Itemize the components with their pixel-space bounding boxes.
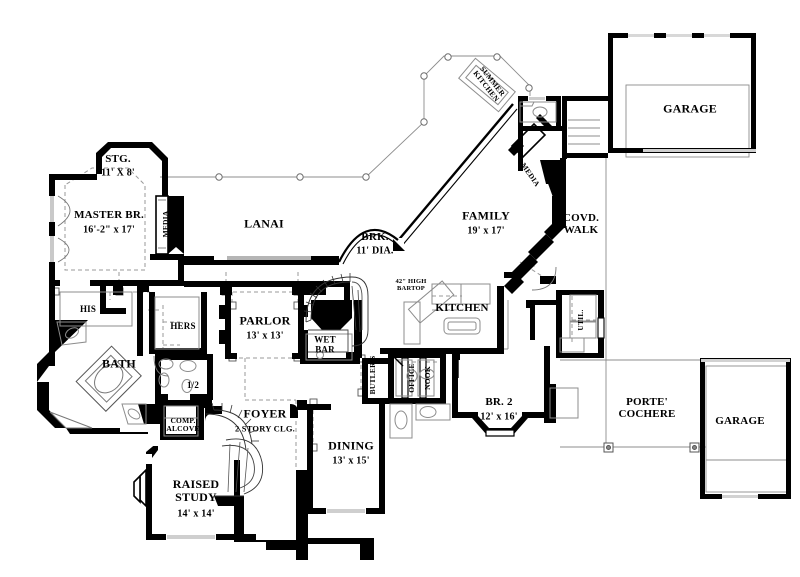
lanai-columns [215,173,370,181]
master-media-detail [158,199,166,249]
summer-kitchen-deck-posts [420,53,533,126]
main-stair-treads [303,273,369,353]
porte-cochere-posts [603,442,700,453]
foyer-stair [205,402,264,497]
door-swings [57,195,557,377]
fixtures-and-cabinetry [49,57,600,439]
door-leaves [392,355,459,378]
